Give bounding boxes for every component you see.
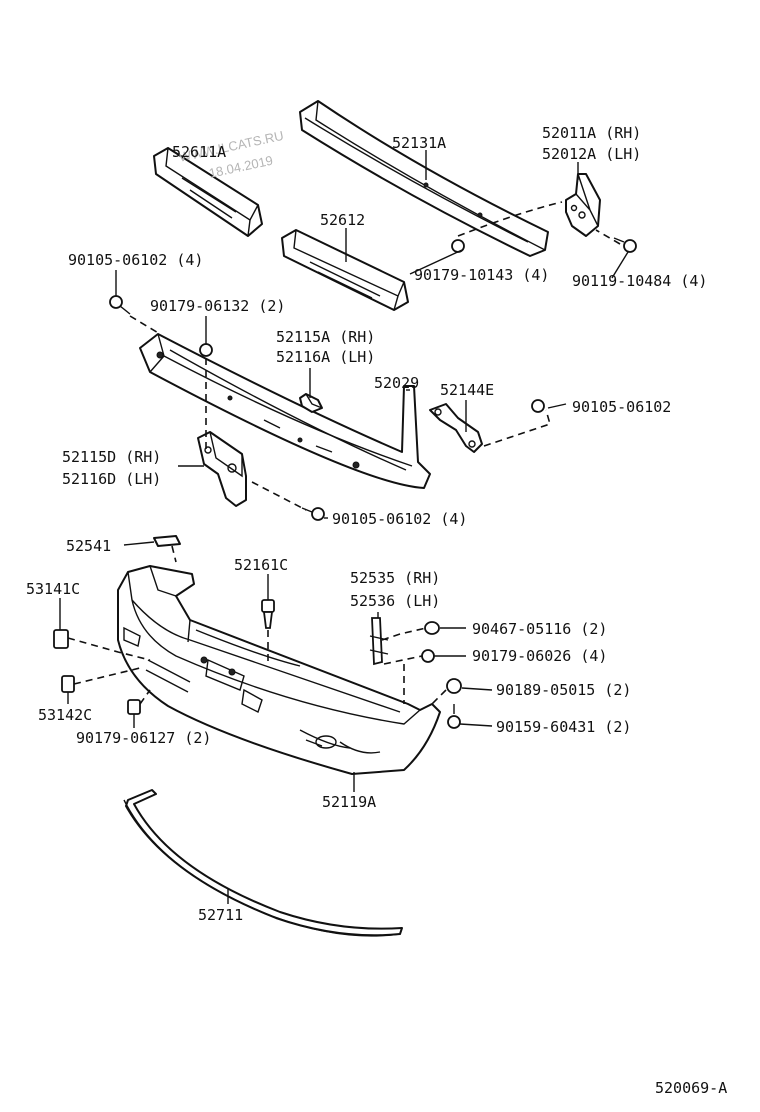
label-52119A[interactable]: 52119A <box>322 793 376 811</box>
label-90467-05116[interactable]: 90467-05116 (2) <box>472 620 607 638</box>
fastener-90179-06026[interactable] <box>421 649 435 663</box>
fastener-90105-06102-top[interactable] <box>109 295 131 315</box>
part-52115D-bracket[interactable] <box>197 431 247 507</box>
part-53142C-cap[interactable] <box>61 675 75 693</box>
leader-lines <box>59 150 629 904</box>
assembly-lines <box>67 201 621 705</box>
label-52612[interactable]: 52612 <box>320 211 365 229</box>
part-52011A-bracket[interactable] <box>565 173 601 237</box>
label-52131A[interactable]: 52131A <box>392 134 446 152</box>
part-52144E-bracket[interactable] <box>429 403 483 453</box>
label-52711[interactable]: 52711 <box>198 906 243 924</box>
label-52541[interactable]: 52541 <box>66 537 111 555</box>
part-52711-molding[interactable] <box>123 789 403 937</box>
label-52535[interactable]: 52535 (RH) <box>350 569 440 587</box>
label-52115A[interactable]: 52115A (RH) <box>276 328 375 346</box>
label-52161C[interactable]: 52161C <box>234 556 288 574</box>
label-90179-10143[interactable]: 90179-10143 (4) <box>414 266 549 284</box>
label-52012A[interactable]: 52012A (LH) <box>542 145 641 163</box>
diagram-code: 520069-A <box>655 1079 727 1097</box>
fastener-90179-06127[interactable] <box>127 699 141 715</box>
fastener-90105-06102-lower[interactable] <box>301 507 325 521</box>
label-90119-10484[interactable]: 90119-10484 (4) <box>572 272 707 290</box>
fastener-90179-10143[interactable] <box>451 239 465 253</box>
part-labels: 52611A 52131A 52011A (RH) 52012A (LH) 52… <box>26 124 727 1097</box>
label-52116D[interactable]: 52116D (LH) <box>62 470 161 488</box>
label-90105-06102-top[interactable]: 90105-06102 (4) <box>68 251 203 269</box>
part-52131A-reinforcement[interactable] <box>299 100 549 257</box>
fastener-90105-06102-right[interactable] <box>531 399 545 413</box>
label-52144E[interactable]: 52144E <box>440 381 494 399</box>
fastener-90467-05116[interactable] <box>424 621 440 635</box>
part-52541-pad[interactable] <box>153 535 181 547</box>
label-90179-06026[interactable]: 90179-06026 (4) <box>472 647 607 665</box>
label-90159-60431[interactable]: 90159-60431 (2) <box>496 718 631 736</box>
label-90179-06132[interactable]: 90179-06132 (2) <box>150 297 285 315</box>
label-52011A[interactable]: 52011A (RH) <box>542 124 641 142</box>
part-52119A-bumper-cover[interactable] <box>117 565 441 775</box>
fastener-90189-05015[interactable] <box>446 678 462 694</box>
label-53142C[interactable]: 53142C <box>38 706 92 724</box>
label-90105-06102-lower[interactable]: 90105-06102 (4) <box>332 510 467 528</box>
label-52116A[interactable]: 52116A (LH) <box>276 348 375 366</box>
label-52115D[interactable]: 52115D (RH) <box>62 448 161 466</box>
fastener-90119-10484[interactable] <box>613 237 637 253</box>
part-52535-clip[interactable] <box>369 617 389 666</box>
part-52612-absorber[interactable] <box>281 229 409 311</box>
label-90179-06127[interactable]: 90179-06127 (2) <box>76 729 211 747</box>
part-52161C-clip[interactable] <box>261 599 275 629</box>
label-52611A[interactable]: 52611A <box>172 143 226 161</box>
fastener-90159-60431[interactable] <box>447 704 461 729</box>
label-52536[interactable]: 52536 (LH) <box>350 592 440 610</box>
label-52029[interactable]: 52029 <box>374 374 419 392</box>
part-52115A-clip[interactable] <box>299 393 323 413</box>
label-53141C[interactable]: 53141C <box>26 580 80 598</box>
part-53141C-cap[interactable] <box>53 629 69 649</box>
part-52611A-absorber[interactable] <box>153 147 263 237</box>
label-90105-06102-right[interactable]: 90105-06102 <box>572 398 671 416</box>
label-90189-05015[interactable]: 90189-05015 (2) <box>496 681 631 699</box>
fastener-90179-06132[interactable] <box>199 343 213 357</box>
part-52029-bumper-arm[interactable] <box>139 333 431 489</box>
